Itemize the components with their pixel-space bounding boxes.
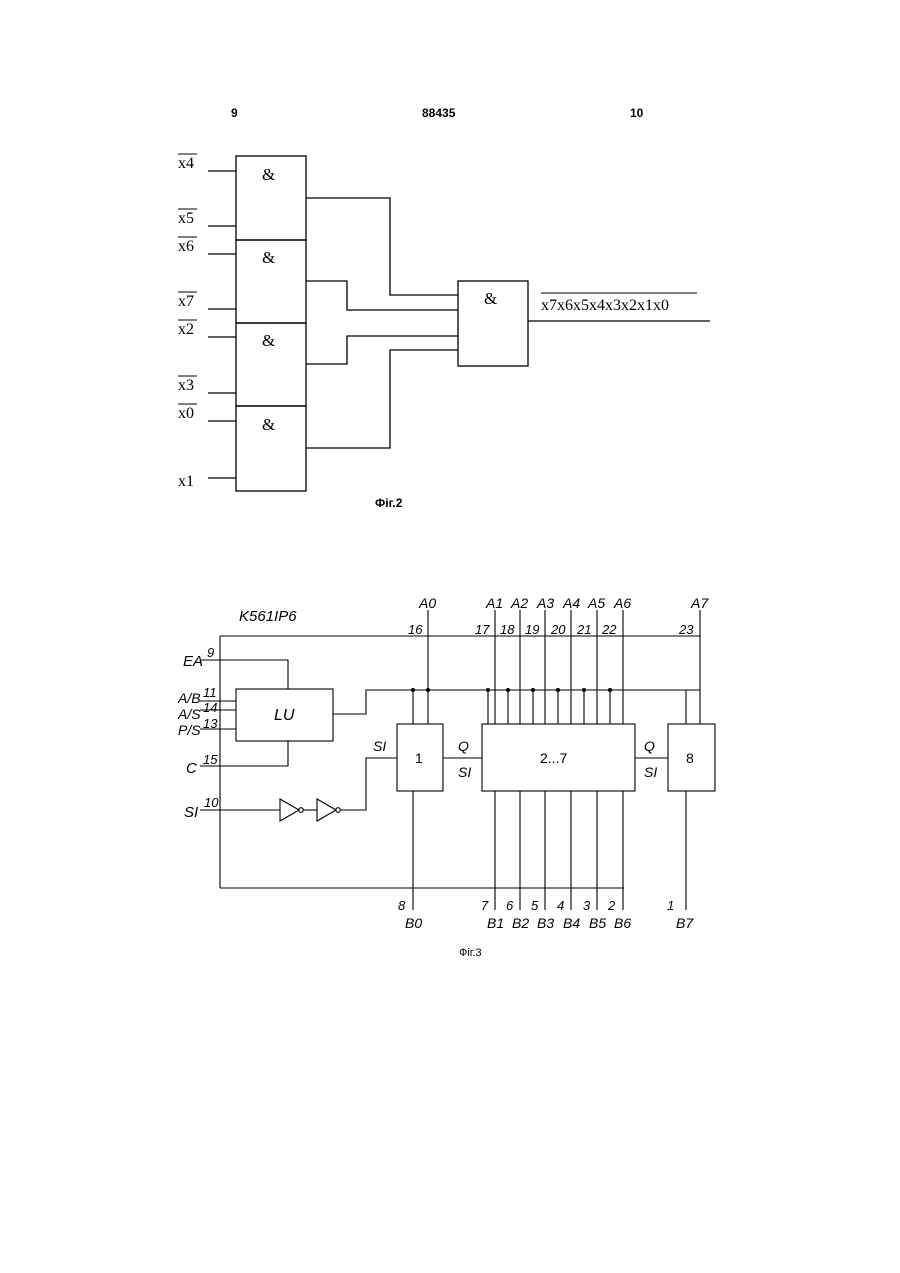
gate-symbol: & bbox=[484, 289, 497, 308]
b-bus-pin: 8 bbox=[398, 898, 406, 913]
a-bus-pin: 20 bbox=[550, 622, 566, 637]
lu-label: LU bbox=[274, 707, 295, 724]
b-bus-label: B7 bbox=[676, 915, 694, 931]
input-label-x5: x5 bbox=[178, 210, 194, 227]
gate-symbol: & bbox=[262, 331, 275, 350]
b-bus-label: B6 bbox=[614, 915, 631, 931]
b-bus-label: B2 bbox=[512, 915, 529, 931]
b-bus-label: B1 bbox=[487, 915, 504, 931]
a-bus-label: A6 bbox=[613, 595, 631, 611]
a-bus-label: A3 bbox=[536, 595, 554, 611]
b-bus-label: B5 bbox=[589, 915, 606, 931]
figure-3-caption: Фіг.3 bbox=[459, 947, 482, 959]
control-pin-number: 15 bbox=[203, 752, 218, 767]
control-pin-number: 13 bbox=[203, 716, 218, 731]
input-label-x0: x0 bbox=[178, 405, 194, 422]
b-bus-pin: 2 bbox=[607, 898, 616, 913]
output-label: x7x6x5x4x3x2x1x0 bbox=[541, 297, 669, 314]
gate-symbol: & bbox=[262, 415, 275, 434]
input-label-x4: x4 bbox=[178, 155, 194, 172]
control-input-label: C bbox=[186, 760, 197, 777]
control-pin-number: 11 bbox=[203, 685, 217, 700]
input-label-x1: x1 bbox=[178, 473, 194, 490]
a-bus-pin: 16 bbox=[408, 622, 423, 637]
block-8-label: 8 bbox=[686, 750, 694, 766]
si-label: SI bbox=[373, 738, 386, 754]
b-bus-label: B4 bbox=[563, 915, 580, 931]
a-bus-pin: 22 bbox=[601, 622, 617, 637]
control-pin-number: 14 bbox=[203, 700, 217, 715]
a-bus-label: A0 bbox=[418, 595, 436, 611]
control-pin-number: 10 bbox=[204, 795, 219, 810]
b-bus-pin: 5 bbox=[531, 898, 539, 913]
a-bus-pin: 21 bbox=[576, 622, 591, 637]
a-bus-label: A7 bbox=[690, 595, 709, 611]
input-label-x3: x3 bbox=[178, 377, 194, 394]
a-bus-label: A1 bbox=[485, 595, 503, 611]
control-input-label: P/S bbox=[178, 722, 201, 738]
b-bus-pin: 6 bbox=[506, 898, 514, 913]
b-bus-label: B3 bbox=[537, 915, 554, 931]
q-label: Q bbox=[644, 738, 655, 754]
input-label-x6: x6 bbox=[178, 238, 194, 255]
input-label-x2: x2 bbox=[178, 321, 194, 338]
b-bus-label: B0 bbox=[405, 915, 422, 931]
a-bus-label: A4 bbox=[562, 595, 580, 611]
a-bus-label: A5 bbox=[587, 595, 605, 611]
a-bus-pin: 23 bbox=[678, 622, 694, 637]
b-bus-pin: 4 bbox=[557, 898, 564, 913]
chip-name: K561IP6 bbox=[239, 608, 297, 625]
b-bus-pin: 3 bbox=[583, 898, 591, 913]
si-label: SI bbox=[644, 764, 657, 780]
control-input-label: A/S bbox=[177, 706, 201, 722]
block-1-label: 1 bbox=[415, 750, 423, 766]
b-bus-pin: 7 bbox=[481, 898, 489, 913]
a-bus-pin: 18 bbox=[500, 622, 515, 637]
si-label: SI bbox=[458, 764, 471, 780]
gate-symbol: & bbox=[262, 165, 275, 184]
control-input-label: EA bbox=[183, 653, 203, 670]
block-2-7-label: 2...7 bbox=[540, 750, 567, 766]
figure-2-caption: Фіг.2 bbox=[375, 496, 403, 510]
gate-symbol: & bbox=[262, 248, 275, 267]
a-bus-pin: 17 bbox=[475, 622, 490, 637]
a-bus-pin: 19 bbox=[525, 622, 539, 637]
control-pin-number: 9 bbox=[207, 645, 214, 660]
b-bus-pin: 1 bbox=[667, 898, 674, 913]
q-label: Q bbox=[458, 738, 469, 754]
input-label-x7: x7 bbox=[178, 293, 194, 310]
a-bus-label: A2 bbox=[510, 595, 528, 611]
control-input-label: SI bbox=[184, 804, 198, 821]
control-input-label: A/B bbox=[177, 690, 201, 706]
